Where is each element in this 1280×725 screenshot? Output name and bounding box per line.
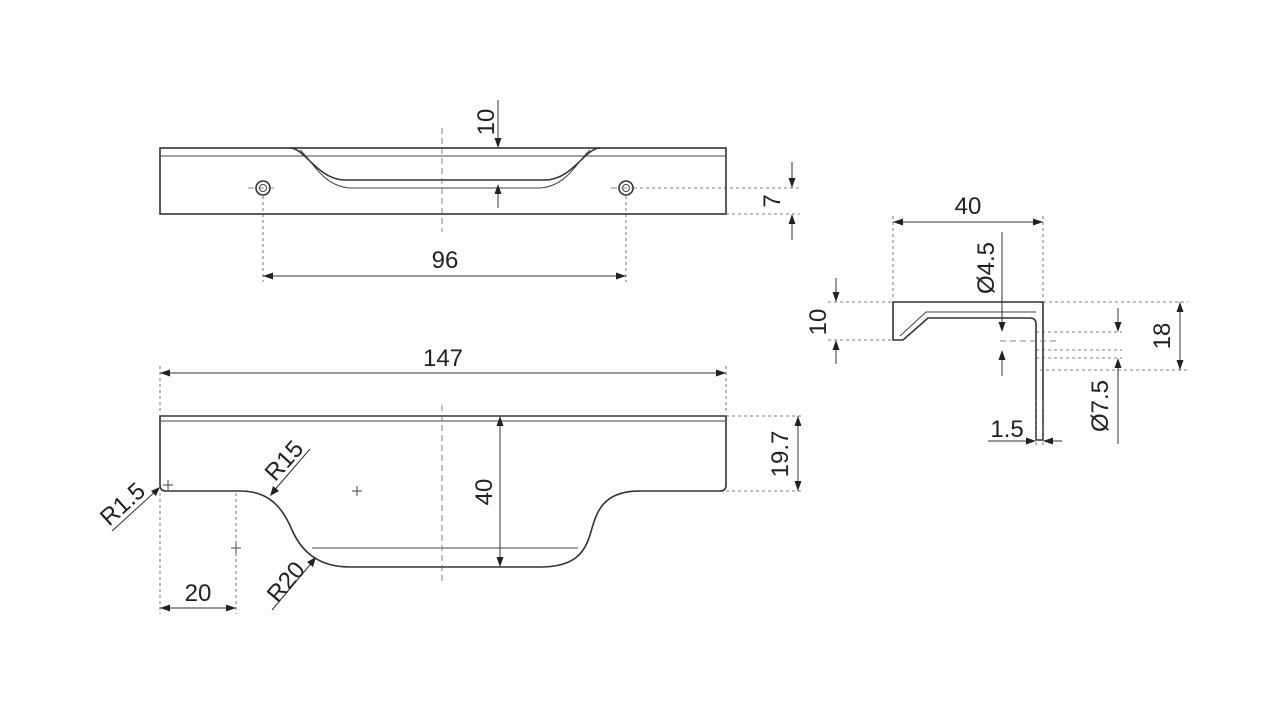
dim-hole-offset-label: 7 (759, 194, 786, 207)
side-view-lip-inner (899, 311, 1036, 337)
dim-hole-large-label: Ø7.5 (1087, 380, 1114, 432)
dim-flat-height-arrow-bottom (794, 481, 802, 491)
dim-hole-spacing-label: 96 (432, 247, 459, 274)
dim-side-height-label: 18 (1149, 323, 1176, 350)
dim-hole-small-arrow-top (998, 322, 1006, 332)
top-view-groove-outer (289, 147, 601, 181)
radius-lower-leader (271, 559, 315, 611)
front-view: 147 40 19.7 20 R1.5 R15 R20 (95, 345, 804, 614)
dim-width-arrow-left (893, 218, 903, 226)
side-view-profile (892, 301, 1044, 441)
dim-thickness-arrow-right (1043, 437, 1053, 445)
dim-width-label: 40 (955, 193, 982, 220)
radius-corner-label: R1.5 (95, 477, 151, 531)
dim-hole-offset-arrow-bottom (788, 214, 796, 224)
dim-side-height-arrow-bottom (1176, 360, 1184, 370)
radius-upper-label: R15 (260, 436, 310, 487)
dim-hole-small-label: Ø4.5 (973, 242, 1000, 294)
dim-hole-spacing-arrow-left (263, 272, 273, 280)
dim-thickness-label: 1.5 (990, 416, 1023, 443)
dim-flat-height-label: 19.7 (767, 431, 794, 478)
dim-lip-label: 10 (805, 309, 832, 336)
dim-groove-depth-arrow-bottom (494, 184, 502, 194)
dim-edge-flat-arrow-left (160, 604, 170, 612)
radius-upper-arrow (270, 486, 279, 496)
dim-lip-arrow-bottom (832, 340, 840, 350)
dim-groove-depth-label: 10 (473, 109, 500, 136)
radius-upper-leader (271, 448, 311, 494)
dim-groove-depth-arrow-top (494, 138, 502, 148)
dim-width-arrow-right (1033, 218, 1043, 226)
dim-lip-arrow-top (832, 292, 840, 302)
dim-length-arrow-right (716, 369, 726, 377)
radius-lower-label: R20 (262, 557, 311, 608)
dim-side-height-arrow-top (1176, 302, 1184, 312)
radius-corner-arrow (151, 487, 160, 496)
top-view-groove-inner (299, 149, 591, 189)
dim-edge-flat-label: 20 (185, 580, 212, 607)
dim-height-arrow-bottom (496, 557, 504, 567)
dim-height-label: 40 (471, 479, 498, 506)
radius-lower-arrow (307, 557, 316, 567)
dim-hole-spacing-arrow-right (616, 272, 626, 280)
dim-thickness-arrow-left (1026, 437, 1036, 445)
front-view-outline (159, 415, 727, 568)
dim-flat-height-arrow-top (794, 416, 802, 426)
radius-corner-leader (111, 488, 159, 532)
dim-hole-offset-arrow-top (788, 178, 796, 188)
dim-hole-large-arrow-top (1114, 322, 1122, 332)
dim-hole-small-arrow-bottom (998, 350, 1006, 360)
dim-length-arrow-left (160, 369, 170, 377)
dim-length-label: 147 (423, 345, 463, 372)
dim-hole-large-arrow-bottom (1114, 358, 1122, 368)
top-view: 10 7 96 (159, 100, 800, 282)
dim-edge-flat-arrow-right (226, 604, 236, 612)
side-view: 40 Ø4.5 10 18 Ø7.5 1.5 (805, 193, 1188, 446)
dim-height-arrow-top (496, 416, 504, 426)
top-view-outline (159, 147, 727, 215)
